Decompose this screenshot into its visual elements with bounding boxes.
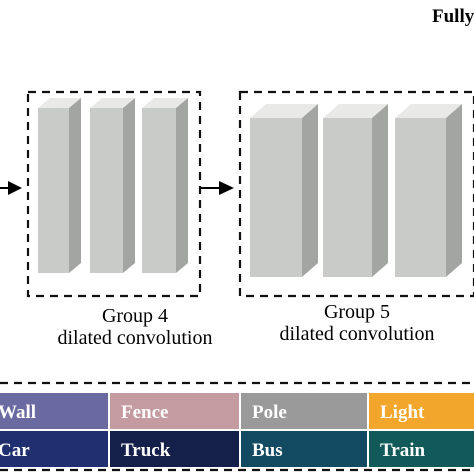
group-4-block-2 <box>90 98 135 273</box>
legend-swatch-pole <box>241 393 367 429</box>
group-5-block-2 <box>323 104 388 277</box>
group-5-title: Group 5 <box>324 301 390 323</box>
legend-swatch-bus <box>241 431 367 467</box>
group-5-dashed-box <box>238 90 474 298</box>
legend-label-fence: Fence <box>121 402 168 423</box>
legend-swatch-truck <box>110 431 239 467</box>
group-4-block-1 <box>38 98 81 273</box>
group-4-block-3 <box>142 98 188 273</box>
legend-label-wall: Wall <box>0 402 36 423</box>
arrow-group4-to-group5 <box>201 181 234 195</box>
group-5-subtitle: dilated convolution <box>280 323 435 345</box>
group-4-dashed-box <box>26 90 202 298</box>
legend-label-light: Light <box>380 402 425 423</box>
legend-swatch-wall <box>0 393 108 429</box>
group-5-block-1 <box>250 104 318 277</box>
legend-swatch-train <box>369 431 474 467</box>
legend-label-car: Car <box>0 440 30 461</box>
legend-swatch-light <box>369 393 474 429</box>
group-4-title: Group 4 <box>102 305 168 327</box>
legend-swatch-car <box>0 431 108 467</box>
legend-label-truck: Truck <box>121 440 171 461</box>
legend-label-train: Train <box>380 440 425 461</box>
group-4-subtitle: dilated convolution <box>58 327 213 349</box>
incoming-arrow-left <box>0 181 22 195</box>
fully-connected-partial-label: Fully <box>432 6 474 27</box>
legend-label-bus: Bus <box>252 440 283 461</box>
legend-swatch-fence <box>110 393 239 429</box>
legend-label-pole: Pole <box>252 402 287 423</box>
group-5-block-3 <box>395 104 462 277</box>
group-5 <box>238 90 474 298</box>
group-4 <box>26 90 202 298</box>
class-legend: Wall Fence Pole Light Car Truck Bus Trai… <box>0 381 474 472</box>
